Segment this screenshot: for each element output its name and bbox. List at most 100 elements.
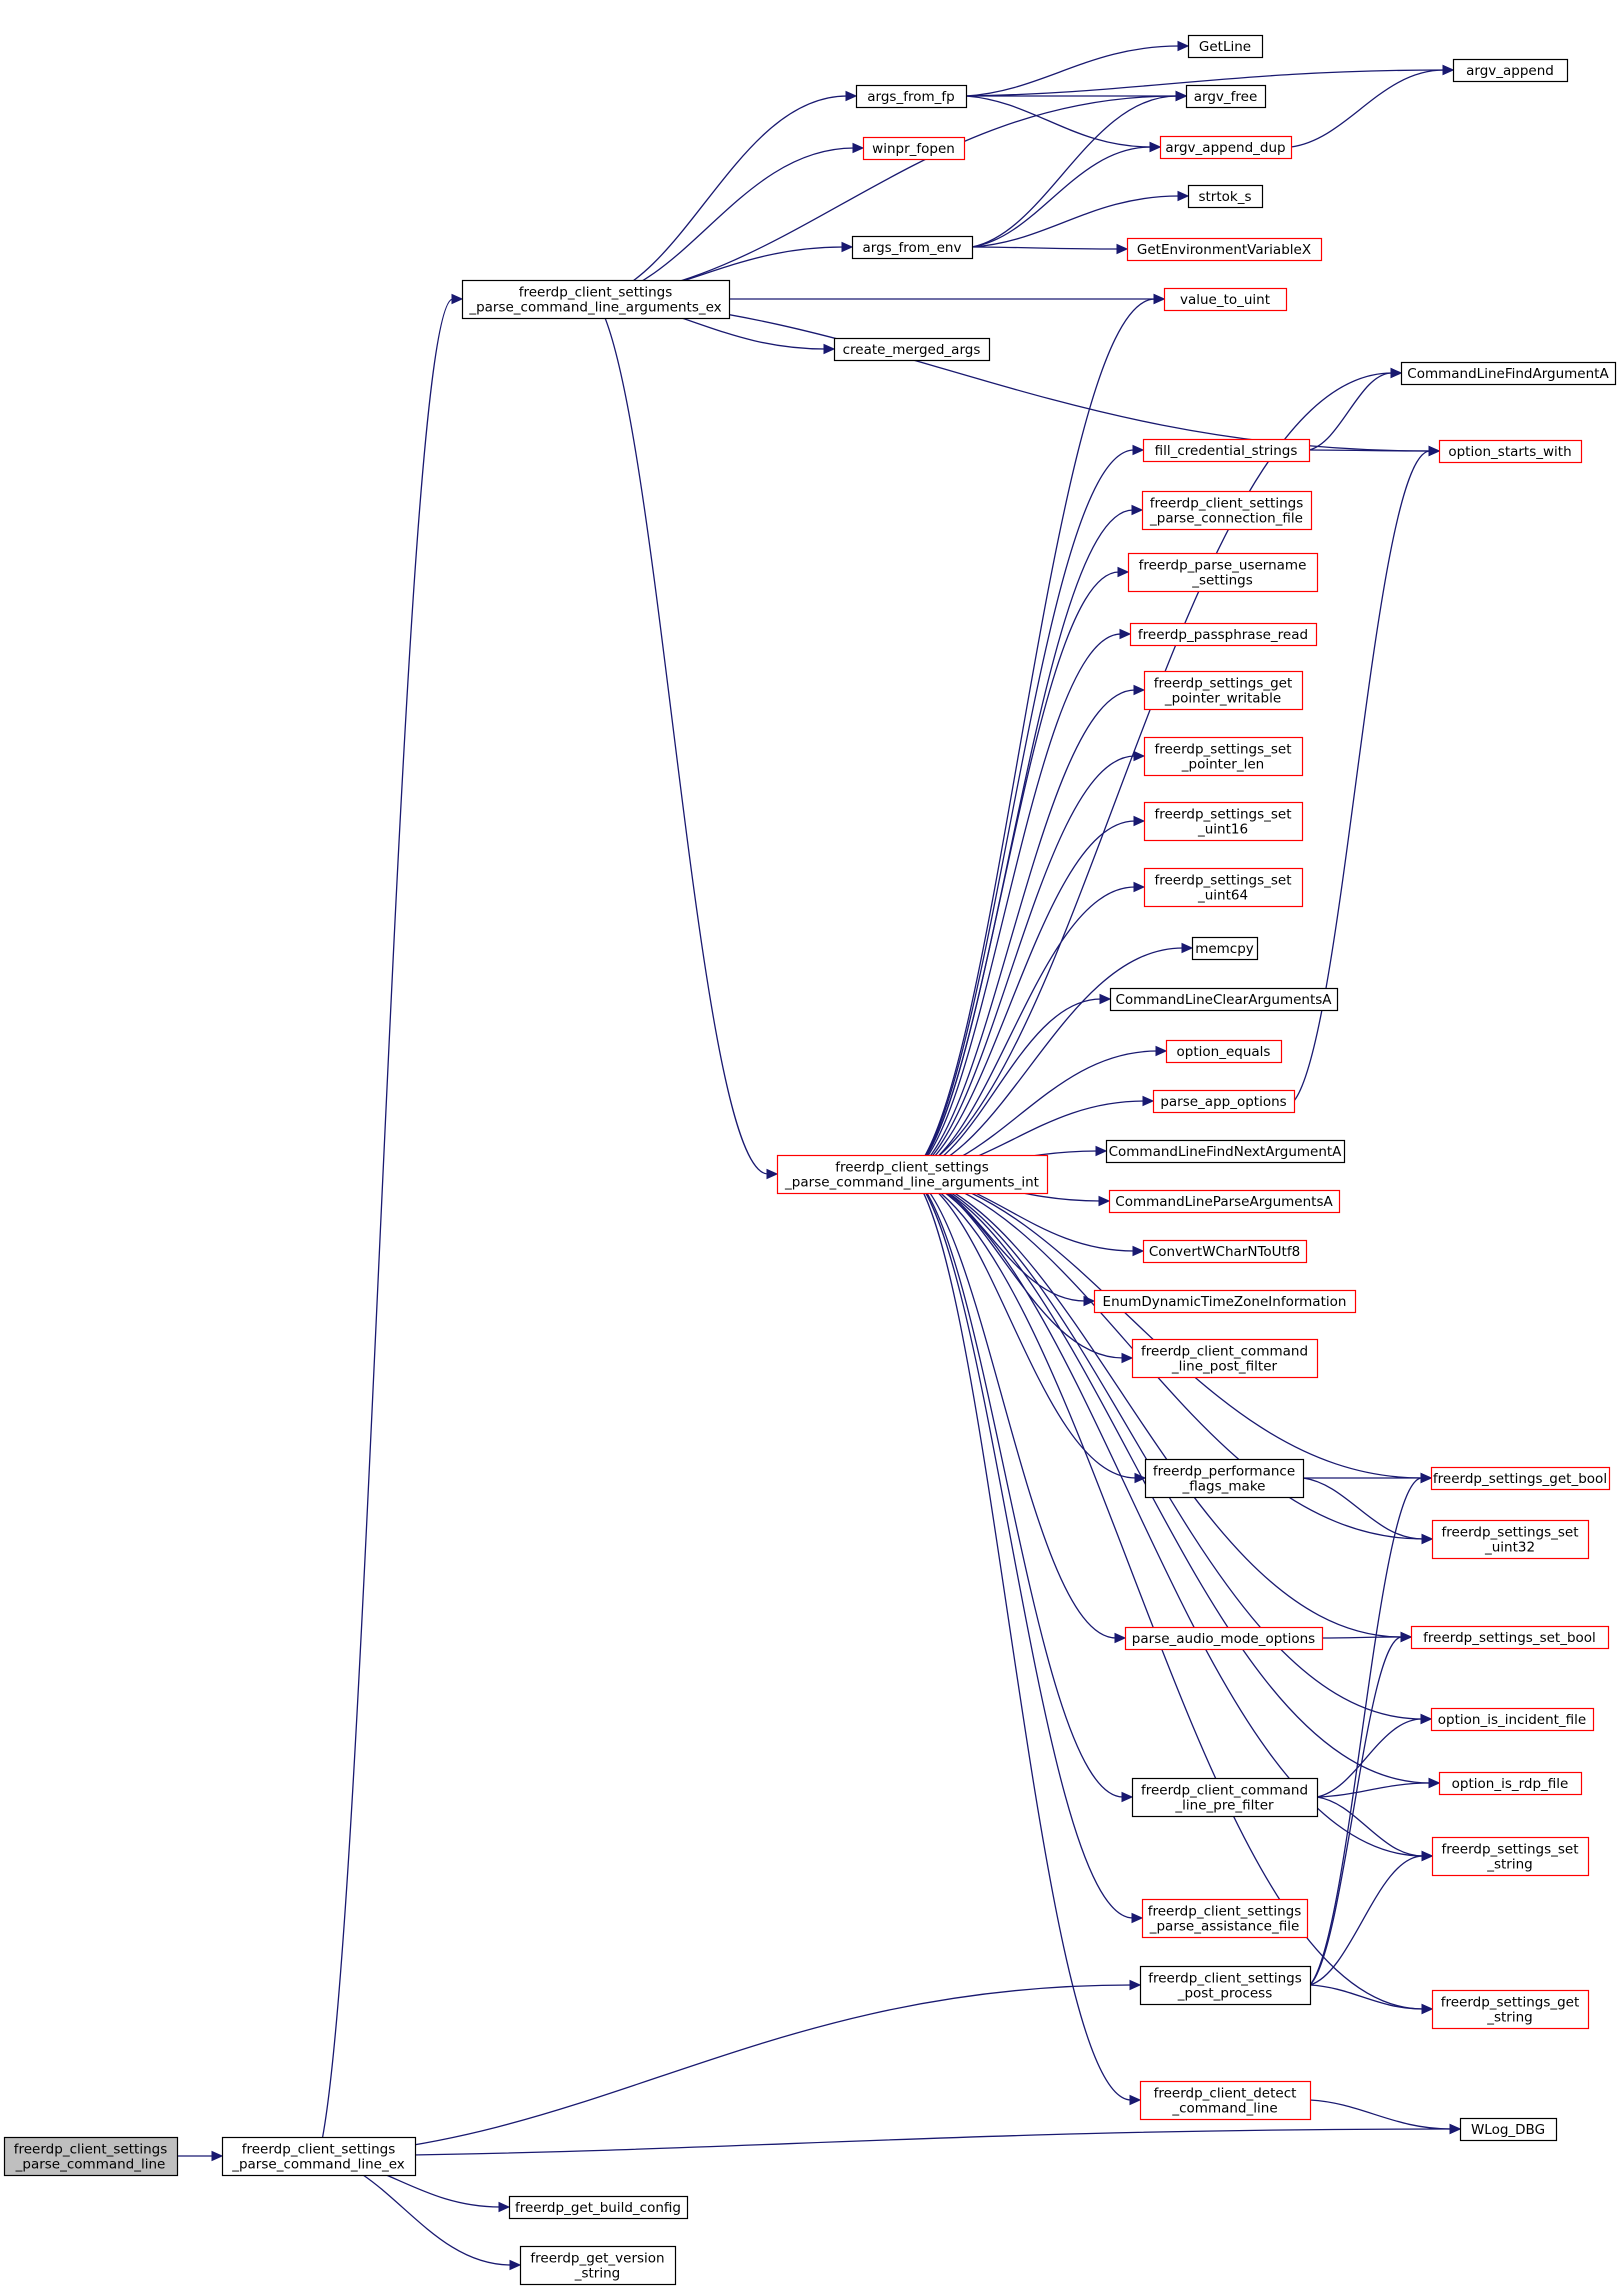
edge-fill_credential_strings-to-cl_find_arg (1308, 372, 1393, 451)
node-label: CommandLineParseArgumentsA (1115, 1194, 1333, 1210)
node-value_to_uint[interactable]: value_to_uint (1163, 287, 1288, 312)
node-cl_clear_args[interactable]: CommandLineClearArgumentsA (1109, 987, 1339, 1012)
node-winpr_fopen[interactable]: winpr_fopen (862, 136, 966, 161)
node-argv_free[interactable]: argv_free (1185, 84, 1267, 109)
node-get_bool[interactable]: freerdp_settings_get_bool (1430, 1466, 1611, 1491)
node-convert_wchar[interactable]: ConvertWCharNToUtf8 (1142, 1239, 1308, 1264)
node-perf_flags_make[interactable]: freerdp_performance_flags_make (1144, 1458, 1305, 1499)
node-set_uint32[interactable]: freerdp_settings_set_uint32 (1431, 1519, 1590, 1560)
edge-parse_args_ex-to-option_starts_with (595, 298, 1431, 452)
node-strtok_s[interactable]: strtok_s (1187, 184, 1264, 209)
edge-parse_args_ex-to-parse_args_int (594, 298, 769, 1175)
arrowhead-icon (1149, 141, 1162, 153)
node-argv_append[interactable]: argv_append (1452, 58, 1569, 83)
edge-perf_flags_make-to-set_uint32 (1302, 1477, 1424, 1540)
node-label: option_is_incident_file (1438, 1712, 1587, 1728)
node-option_is_rdp_file[interactable]: option_is_rdp_file (1438, 1771, 1583, 1796)
node-post_filter[interactable]: freerdp_client_command_line_post_filter (1131, 1338, 1319, 1379)
node-get_build_config[interactable]: freerdp_get_build_config (508, 2195, 689, 2220)
arrowhead-icon (1121, 1352, 1134, 1364)
node-box (1165, 1039, 1283, 1064)
node-set_bool[interactable]: freerdp_settings_set_bool (1410, 1625, 1610, 1650)
node-label: argv_append (1466, 63, 1554, 79)
node-option_is_incident_file[interactable]: option_is_incident_file (1430, 1707, 1595, 1732)
node-create_merged_args[interactable]: create_merged_args (833, 337, 991, 362)
node-label: _parse_command_line_ex (231, 2157, 405, 2173)
node-args_from_fp[interactable]: args_from_fp (855, 84, 968, 109)
node-cl_find_arg[interactable]: CommandLineFindArgumentA (1400, 361, 1617, 386)
node-parse_command_line_ex[interactable]: freerdp_client_settings_parse_command_li… (221, 2136, 417, 2177)
edge-parse_audio_mode_options-to-set_bool (1321, 1636, 1403, 1639)
edge-parse_args_int-to-set_uint64 (911, 886, 1136, 1175)
node-parse_command_line[interactable]: freerdp_client_settings_parse_command_li… (3, 2136, 179, 2177)
node-parse_connection_file[interactable]: freerdp_client_settings_parse_connection… (1141, 490, 1313, 531)
node-box (1093, 1289, 1357, 1314)
arrowhead-icon (1153, 293, 1166, 305)
node-box (1152, 1089, 1296, 1114)
node-parse_args_int[interactable]: freerdp_client_settings_parse_command_li… (776, 1154, 1049, 1195)
arrowhead-icon (1134, 1472, 1147, 1484)
node-passphrase_read[interactable]: freerdp_passphrase_read (1129, 622, 1318, 647)
node-get_version_string[interactable]: freerdp_get_version_string (519, 2245, 677, 2286)
node-box (1143, 801, 1304, 842)
arrowhead-icon (1442, 64, 1455, 76)
node-label: _parse_command_line_arguments_ex (468, 300, 721, 316)
arrowhead-icon (845, 90, 858, 102)
node-parse_args_ex[interactable]: freerdp_client_settings_parse_command_li… (461, 279, 731, 320)
edge-parse_args_int-to-option_is_rdp_file (911, 1173, 1431, 1784)
arrowhead-icon (766, 1168, 779, 1180)
node-args_from_env[interactable]: args_from_env (851, 235, 974, 260)
node-get_pointer_writable[interactable]: freerdp_settings_get_pointer_writable (1143, 670, 1304, 711)
node-label: args_from_env (863, 240, 962, 256)
node-box (1131, 1338, 1319, 1379)
node-box (1109, 987, 1339, 1012)
node-fill_credential_strings[interactable]: fill_credential_strings (1142, 438, 1311, 463)
node-label: freerdp_settings_get_bool (1433, 1471, 1607, 1487)
node-wlog_dbg[interactable]: WLog_DBG (1459, 2117, 1558, 2142)
node-set_pointer_len[interactable]: freerdp_settings_set_pointer_len (1143, 736, 1304, 777)
node-set_uint64[interactable]: freerdp_settings_set_uint64 (1143, 867, 1304, 908)
node-label: _uint64 (1197, 888, 1248, 904)
node-parse_audio_mode_options[interactable]: parse_audio_mode_options (1124, 1626, 1324, 1651)
node-label: parse_audio_mode_options (1132, 1631, 1315, 1647)
node-label: args_from_fp (867, 89, 954, 105)
node-get_string[interactable]: freerdp_settings_get_string (1431, 1989, 1590, 2030)
node-cl_find_next_arg[interactable]: CommandLineFindNextArgumentA (1105, 1139, 1346, 1164)
node-label: freerdp_settings_set (1441, 1525, 1578, 1541)
node-get_env_var[interactable]: GetEnvironmentVariableX (1126, 237, 1323, 262)
node-box (508, 2195, 689, 2220)
arrowhead-icon (1400, 1631, 1413, 1643)
node-option_starts_with[interactable]: option_starts_with (1438, 439, 1583, 464)
node-label: freerdp_passphrase_read (1138, 627, 1308, 643)
node-argv_append_dup[interactable]: argv_append_dup (1159, 135, 1293, 160)
node-label: _line_post_filter (1171, 1359, 1278, 1375)
node-set_uint16[interactable]: freerdp_settings_set_uint16 (1143, 801, 1304, 842)
arrowhead-icon (1390, 367, 1403, 379)
arrowhead-icon (1131, 1912, 1144, 1924)
node-post_process[interactable]: freerdp_client_settings_post_process (1139, 1965, 1312, 2006)
node-label: freerdp_client_settings (519, 285, 672, 301)
node-option_equals[interactable]: option_equals (1165, 1039, 1283, 1064)
edge-parse_args_int-to-cl_find_arg (911, 372, 1393, 1175)
node-memcpy[interactable]: memcpy (1191, 936, 1259, 961)
arrowhead-icon (1116, 243, 1129, 255)
node-set_string[interactable]: freerdp_settings_set_string (1431, 1836, 1590, 1877)
node-box (1410, 1625, 1610, 1650)
node-parse_app_options[interactable]: parse_app_options (1152, 1089, 1296, 1114)
node-pre_filter[interactable]: freerdp_client_command_line_pre_filter (1131, 1777, 1319, 1818)
node-cl_parse_args[interactable]: CommandLineParseArgumentsA (1108, 1189, 1341, 1214)
node-getline[interactable]: GetLine (1187, 34, 1264, 59)
node-box (3, 2136, 179, 2177)
node-label: freerdp_client_command (1141, 1783, 1308, 1799)
node-label: freerdp_client_settings (1150, 496, 1303, 512)
edge-parse_args_ex-to-winpr_fopen (595, 147, 855, 300)
node-box (1187, 34, 1264, 59)
node-parse_username_settings[interactable]: freerdp_parse_username_settings (1127, 552, 1319, 593)
arrowhead-icon (823, 343, 836, 355)
node-enum_tz[interactable]: EnumDynamicTimeZoneInformation (1093, 1289, 1357, 1314)
node-detect_command_line[interactable]: freerdp_client_detect_command_line (1139, 2080, 1312, 2121)
node-box (1430, 1466, 1611, 1491)
arrowhead-icon (1132, 444, 1145, 456)
node-parse_assistance_file[interactable]: freerdp_client_settings_parse_assistance… (1141, 1898, 1309, 1939)
arrowhead-icon (498, 2201, 511, 2213)
